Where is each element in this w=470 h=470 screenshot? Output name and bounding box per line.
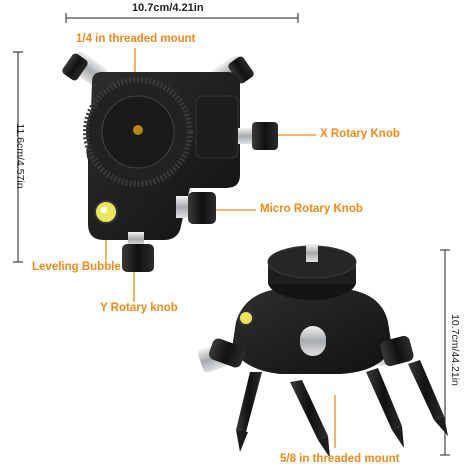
x-rotary-knob-label: X Rotary Knob <box>320 128 400 140</box>
right-height-dimension-label: 10.7cm/44.21in <box>449 314 461 386</box>
width-dimension-label: 10.7cm/4.21in <box>132 2 204 14</box>
top-adapter-device <box>62 52 278 272</box>
micro-rotary-knob-label: Micro Rotary Knob <box>260 203 363 215</box>
y-rotary-knob <box>122 232 154 272</box>
dimension-lines <box>13 13 450 456</box>
bottom-adapter-device <box>197 244 448 458</box>
five-eighths-mount-label: 5/8 in threaded mount <box>280 453 400 465</box>
tripod-legs <box>236 360 444 440</box>
quarter-inch-mount-label: 1/4 in threaded mount <box>76 33 196 45</box>
leveling-bubble-label: Leveling Bubble <box>32 261 121 273</box>
left-height-dimension-label: 11.6cm/4.57in <box>14 123 26 189</box>
micro-rotary-knob <box>176 192 216 224</box>
y-rotary-knob-label: Y Rotary knob <box>100 302 178 314</box>
leveling-bubble <box>94 200 118 224</box>
x-rotary-knob <box>238 122 278 150</box>
